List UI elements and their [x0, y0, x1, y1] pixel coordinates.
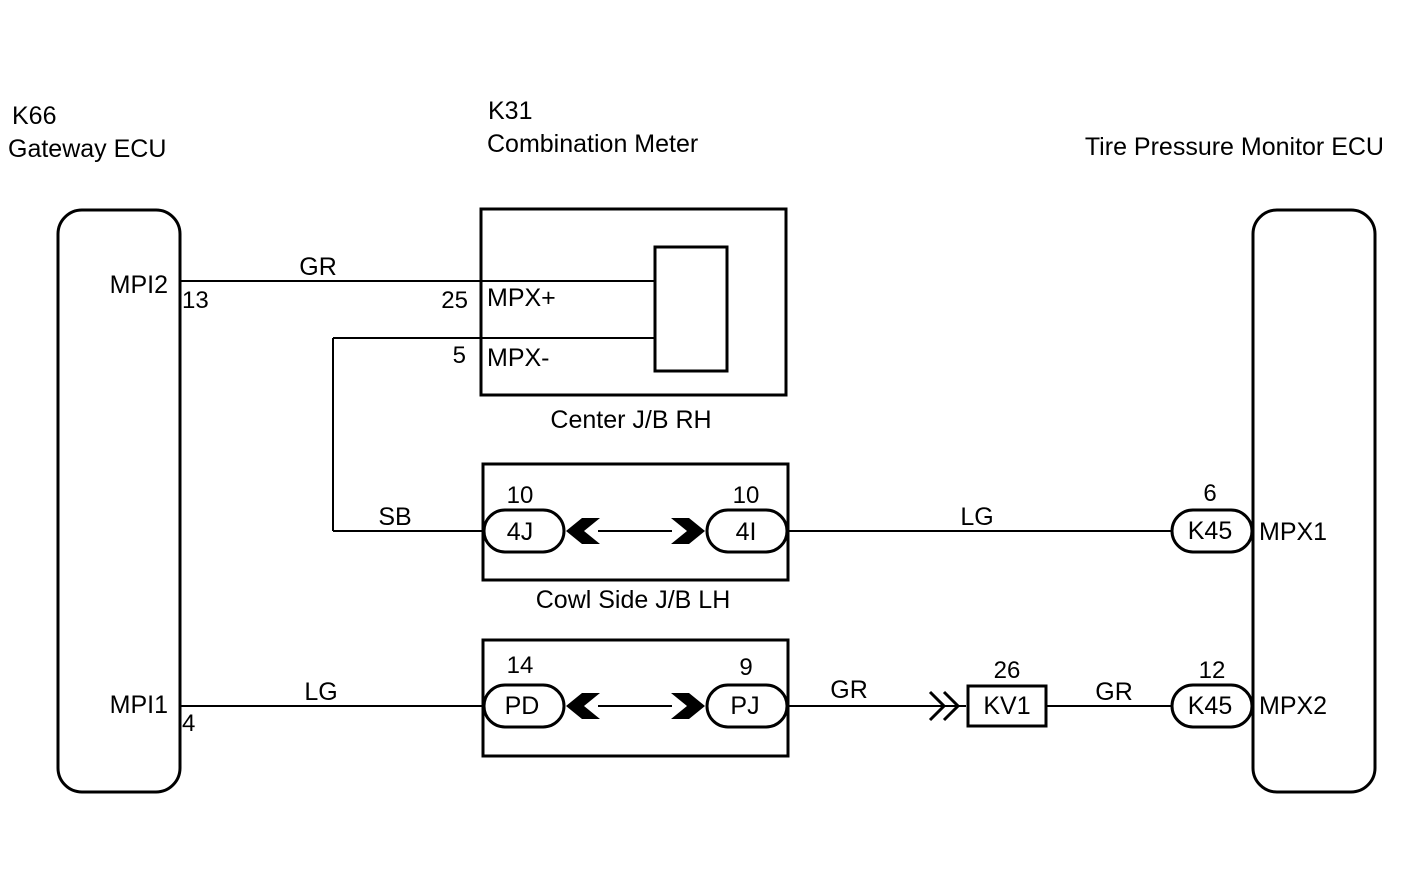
cowl-jb-left-number: 10 — [507, 482, 534, 509]
connector-kv1-label: KV1 — [983, 692, 1030, 720]
center-jb-box — [479, 207, 788, 397]
tpms-pin-6-number: 6 — [1203, 480, 1216, 507]
cowl-jb-label: Cowl Side J/B LH — [536, 586, 731, 614]
connector-k45-lower — [1170, 683, 1254, 729]
wire-gr-top-label: GR — [299, 253, 337, 281]
meter-internal-block — [653, 245, 729, 373]
connector-pj-label: PJ — [730, 692, 759, 720]
tpms-pin-12-number: 12 — [1199, 657, 1226, 684]
tpms-pin-mpx2-label: MPX2 — [1259, 692, 1327, 720]
kv1-pin-number: 26 — [994, 657, 1021, 684]
center-jb-label: Center J/B RH — [550, 406, 711, 434]
gateway-pin-mpi2-label: MPI2 — [110, 271, 168, 299]
cowl-jb-right-number: 10 — [733, 482, 760, 509]
gateway-code: K66 — [12, 102, 56, 130]
meter-pin-25-number: 25 — [441, 287, 468, 314]
tpms-pin-mpx1-label: MPX1 — [1259, 518, 1327, 546]
meter-name: Combination Meter — [487, 130, 698, 158]
connector-k45-upper — [1170, 508, 1254, 554]
tpms-ecu-body — [1251, 208, 1377, 794]
gateway-pin-13-number: 13 — [182, 287, 209, 314]
connector-4j-label: 4J — [507, 518, 533, 546]
gateway-pin-mpi1-label: MPI1 — [110, 691, 168, 719]
wire-lg-low-label: LG — [304, 678, 337, 706]
wire-sb-label: SB — [378, 503, 411, 531]
connector-4j — [482, 508, 566, 554]
meter-pin-mpx-minus-label: MPX- — [487, 344, 550, 372]
wire-gr-low-1-label: GR — [830, 676, 868, 704]
tpms-name: Tire Pressure Monitor ECU — [1085, 133, 1384, 161]
cowl-jb-right-arrow — [671, 518, 705, 544]
lower-jb-right-arrow — [671, 693, 705, 719]
gateway-ecu-body — [56, 208, 182, 794]
cowl-jb-left-arrow — [566, 518, 600, 544]
connector-pd-label: PD — [505, 692, 540, 720]
connector-4i-label: 4I — [736, 518, 757, 546]
kv1-chevron-outer — [928, 690, 947, 722]
connector-k45-lower-label: K45 — [1188, 692, 1232, 720]
gateway-name: Gateway ECU — [8, 135, 166, 163]
kv1-chevron-inner — [942, 690, 961, 722]
meter-pin-5-number: 5 — [453, 342, 466, 369]
lower-jb-right-number: 9 — [739, 654, 752, 681]
meter-pin-mpx-plus-label: MPX+ — [487, 284, 556, 312]
meter-code: K31 — [488, 97, 532, 125]
wire-lg-mid-label: LG — [960, 503, 993, 531]
wire-gr-low-2-label: GR — [1095, 678, 1133, 706]
lower-jb-left-number: 14 — [507, 652, 534, 679]
lower-jb-box — [481, 638, 790, 758]
lower-jb-left-arrow — [566, 693, 600, 719]
connector-k45-upper-label: K45 — [1188, 517, 1232, 545]
gateway-pin-4-number: 4 — [182, 710, 195, 737]
cowl-jb-box — [481, 462, 790, 582]
